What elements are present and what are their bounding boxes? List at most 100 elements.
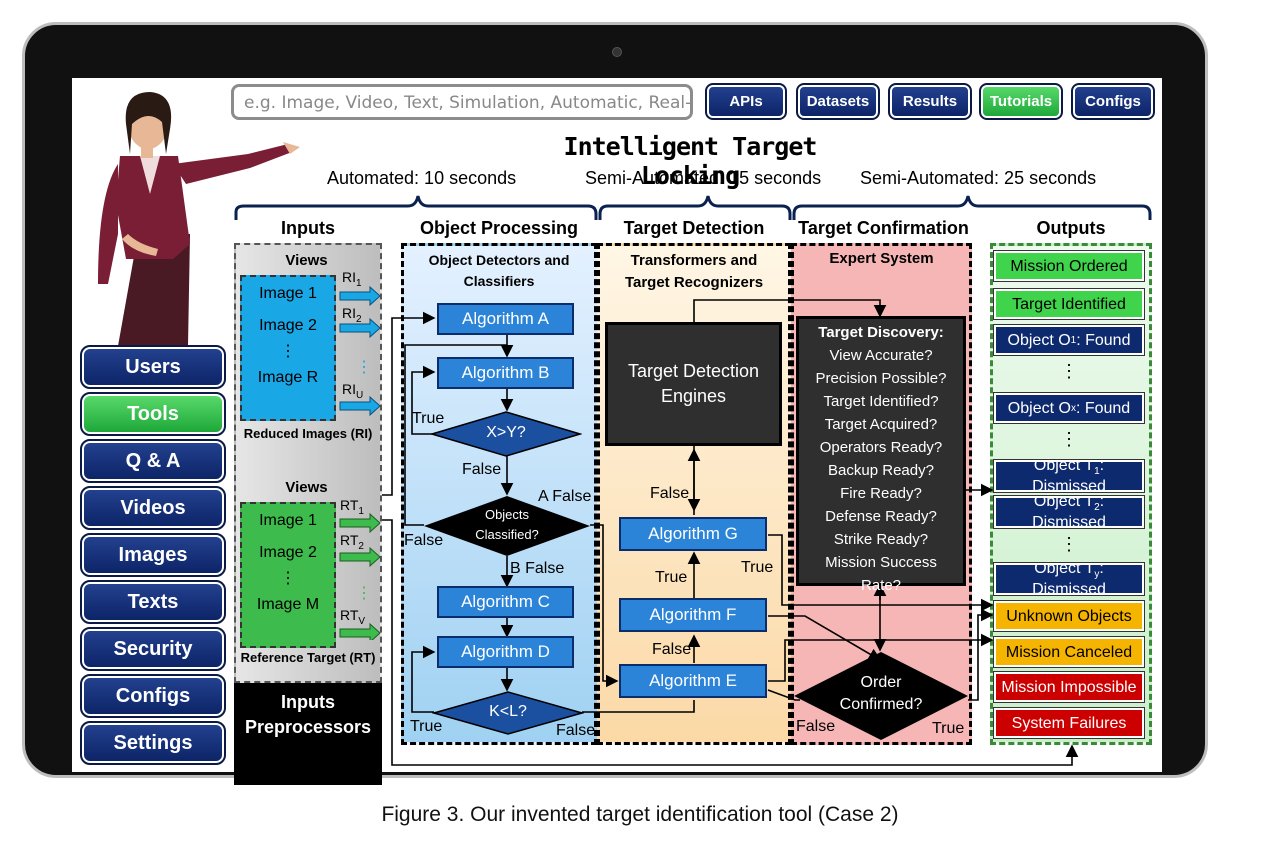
inputs-preprocessors-panel <box>234 683 382 785</box>
reference-image-m: Image M <box>256 596 320 613</box>
decision-kl <box>432 691 584 735</box>
target-discovery-box[interactable]: Target Discovery: View Accurate? Precisi… <box>796 316 966 594</box>
rt2-arrow-icon <box>339 546 381 568</box>
rtv-label: RTV <box>340 607 366 627</box>
timing-semi-automated-15: Semi-Automated: 15 seconds <box>585 168 822 188</box>
presenter-illustration <box>98 92 300 346</box>
target-discovery-title: Target Discovery: <box>818 324 944 341</box>
datasets-button[interactable]: Datasets <box>796 83 880 120</box>
sidebar-item-tools[interactable]: Tools <box>80 392 226 436</box>
rtv-arrow-icon <box>339 622 381 640</box>
question-strike-ready: Strike Ready? <box>833 531 929 548</box>
output-target-identified: Target Identified <box>993 288 1145 320</box>
algorithm-f[interactable]: Algorithm F <box>619 598 767 632</box>
reduced-image-2: Image 2 <box>259 317 317 334</box>
output-system-failures: System Failures <box>993 707 1145 739</box>
output-dots-1: ⋮ <box>1060 361 1078 381</box>
timing-brackets <box>234 195 1152 220</box>
output-dots-2: ⋮ <box>1060 429 1078 449</box>
reduced-image-r: Image R <box>257 369 319 386</box>
label-false-order: False <box>796 718 836 735</box>
reference-image-2: Image 2 <box>259 544 317 561</box>
figure-caption: Figure 3. Our invented target identifica… <box>381 803 899 826</box>
views-label-reference: Views <box>285 479 328 496</box>
ri1-arrow-icon <box>339 285 381 307</box>
question-mission-success: Mission Success <box>825 554 937 571</box>
algorithm-a[interactable]: Algorithm A <box>437 303 574 335</box>
algorithm-e[interactable]: Algorithm E <box>619 664 767 698</box>
sidebar-item-security[interactable]: Security <box>80 627 226 671</box>
ri1-label: RI1 <box>342 269 362 289</box>
decision-order-confirmed-label: Order Confirmed? <box>839 674 923 713</box>
label-true-g: True <box>655 569 688 586</box>
ri2-arrow-icon <box>339 317 381 339</box>
question-fire-ready: Fire Ready? <box>840 485 922 502</box>
algorithm-b[interactable]: Algorithm B <box>437 357 574 389</box>
question-rate: Rate? <box>860 577 902 594</box>
algorithm-g[interactable]: Algorithm G <box>619 517 767 551</box>
sidebar-item-configs[interactable]: Configs <box>80 674 226 718</box>
rt1-label: RT1 <box>340 497 364 517</box>
sidebar-item-settings[interactable]: Settings <box>80 721 226 765</box>
sidebar-item-texts[interactable]: Texts <box>80 580 226 624</box>
column-header-target-detection: Target Detection <box>623 218 765 238</box>
output-object-t1: Object T1: Dismissed <box>993 457 1145 495</box>
column-header-object-processing: Object Processing <box>419 218 579 238</box>
column-header-inputs: Inputs <box>281 218 335 238</box>
question-backup-ready: Backup Ready? <box>828 462 934 479</box>
sidebar-item-users[interactable]: Users <box>80 345 226 389</box>
riu-arrow-icon <box>339 395 381 417</box>
output-object-t2: Object T2: Dismissed <box>993 493 1145 531</box>
input-arrows: ⋮ ⋮ <box>339 285 381 640</box>
label-false-f: False <box>652 641 692 658</box>
output-unknown-objects: Unknown Objects <box>993 600 1145 632</box>
output-mission-canceled: Mission Canceled <box>993 636 1145 668</box>
sidebar-item-videos[interactable]: Videos <box>80 486 226 530</box>
algorithm-d[interactable]: Algorithm D <box>437 636 574 668</box>
reference-target-label: Reference Target (RT) <box>240 650 376 665</box>
algorithm-c[interactable]: Algorithm C <box>437 586 574 618</box>
question-target-acquired: Target Acquired? <box>824 416 938 433</box>
label-true-xy: True <box>412 410 445 427</box>
decision-objects-classified <box>424 496 590 556</box>
expert-system-label: Expert System <box>829 250 934 267</box>
label-false-classified: False <box>404 532 444 549</box>
label-false-g: False <box>650 485 690 502</box>
inputs-preprocessors-label: Inputs Preprocessors <box>244 692 372 737</box>
reference-image-1: Image 1 <box>259 512 317 529</box>
label-false-xy: False <box>462 461 502 478</box>
question-precision-possible: Precision Possible? <box>815 370 947 387</box>
reduced-image-dots: ⋮ <box>280 343 296 360</box>
diagram-title: Intelligent Target Locking <box>563 132 818 190</box>
decision-xy <box>430 411 582 457</box>
rt2-label: RT2 <box>340 532 364 552</box>
sidebar-item-qa[interactable]: Q & A <box>80 439 226 483</box>
reduced-image-1: Image 1 <box>259 285 317 302</box>
object-processing-subtitle: Object Detectors and Classifiers <box>428 252 570 289</box>
results-button[interactable]: Results <box>888 83 972 120</box>
question-operators-ready: Operators Ready? <box>819 439 943 456</box>
riu-label: RIU <box>342 381 364 401</box>
question-defense-ready: Defense Ready? <box>825 508 937 525</box>
rt1-arrow-icon <box>339 512 381 534</box>
reduced-images-box: Image 1 Image 2 ⋮ Image R <box>240 275 336 421</box>
target-detection-subtitle: Transformers and Target Recognizers <box>624 252 764 291</box>
ri2-label: RI2 <box>342 305 362 325</box>
decision-objects-classified-label: Objects Classified? <box>475 507 539 542</box>
label-a-false: A False <box>538 488 592 505</box>
tutorials-button[interactable]: Tutorials <box>979 83 1063 120</box>
reduced-images-label: Reduced Images (RI) <box>243 426 373 441</box>
sidebar-item-images[interactable]: Images <box>80 533 226 577</box>
label-true-kl: True <box>410 718 443 735</box>
configs-button[interactable]: Configs <box>1071 83 1155 120</box>
search-input[interactable]: e.g. Image, Video, Text, Simulation, Aut… <box>231 84 693 120</box>
label-b-false: B False <box>510 560 565 577</box>
ri-dots: ⋮ <box>356 359 372 376</box>
label-true-order: True <box>932 720 965 737</box>
apis-button[interactable]: APIs <box>705 83 787 120</box>
column-header-outputs: Outputs <box>1036 218 1106 238</box>
target-detection-engines[interactable]: Target Detection Engines <box>605 322 782 446</box>
